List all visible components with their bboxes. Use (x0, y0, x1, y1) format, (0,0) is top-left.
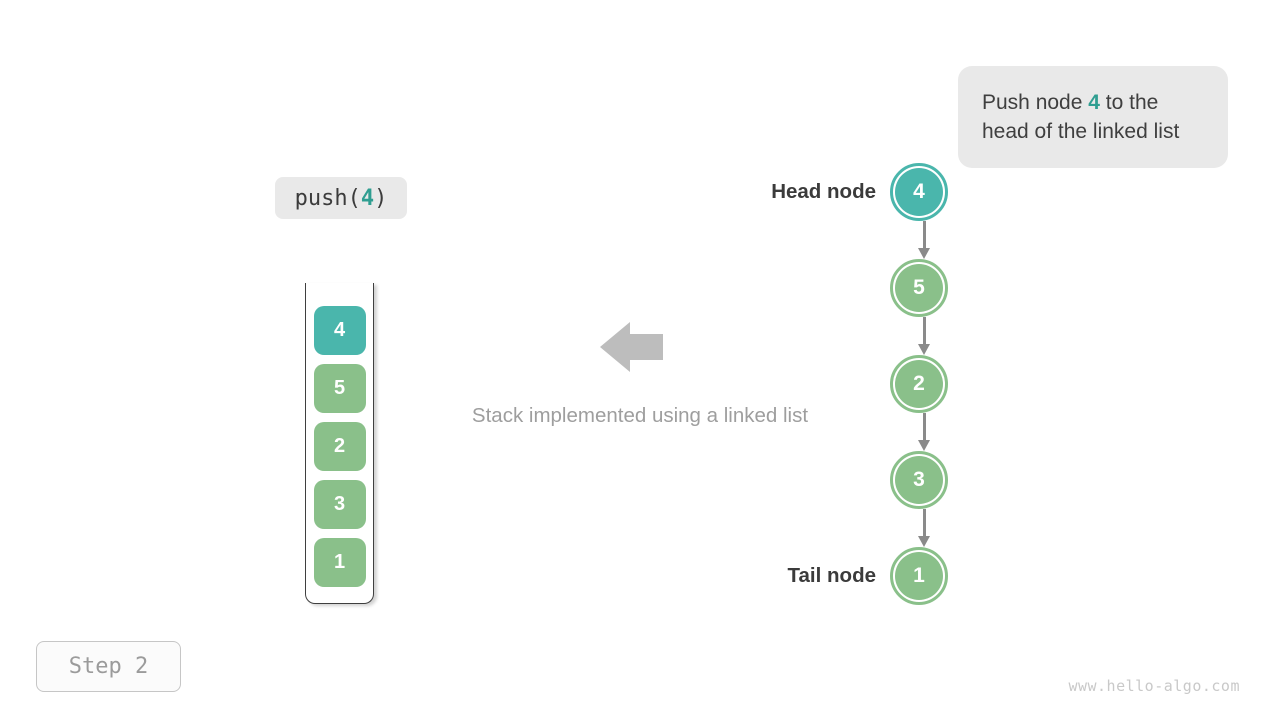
linked-list-node: 5 (890, 259, 948, 317)
node-value: 4 (895, 168, 943, 216)
stack-box: 5 (313, 364, 366, 413)
stack-container: 4 5 2 3 1 (305, 283, 374, 604)
node-value: 2 (895, 360, 943, 408)
push-close-paren: ) (374, 185, 388, 211)
stack-caption: Stack implemented using a linked list (471, 404, 809, 427)
stack-box: 2 (313, 422, 366, 471)
callout-highlight-value: 4 (1088, 91, 1100, 114)
step-badge: Step 2 (36, 641, 181, 692)
callout-text-after: to the head of the linked list (982, 91, 1180, 143)
stack-box-pushed: 4 (313, 306, 366, 355)
callout-text-before: Push node (982, 91, 1089, 114)
push-operation-chip: push(4) (275, 177, 407, 219)
left-block-arrow-icon (600, 322, 663, 372)
stack-box: 3 (313, 480, 366, 529)
linked-list-node-head: 4 (890, 163, 948, 221)
stack-box: 1 (313, 538, 366, 587)
push-arg-value: 4 (360, 185, 375, 211)
callout-box: Push node 4 to the head of the linked li… (958, 66, 1228, 168)
head-node-label: Head node (771, 180, 876, 203)
linked-list-node: 3 (890, 451, 948, 509)
down-arrow-icon (918, 509, 931, 547)
linked-list-node-tail: 1 (890, 547, 948, 605)
down-arrow-icon (918, 413, 931, 451)
linked-list-node: 2 (890, 355, 948, 413)
push-fn-text: push( (294, 185, 361, 211)
down-arrow-icon (918, 317, 931, 355)
tail-node-label: Tail node (787, 564, 876, 587)
watermark-url: www.hello-algo.com (1068, 677, 1240, 695)
down-arrow-icon (918, 221, 931, 259)
node-value: 1 (895, 552, 943, 600)
node-value: 3 (895, 456, 943, 504)
node-value: 5 (895, 264, 943, 312)
